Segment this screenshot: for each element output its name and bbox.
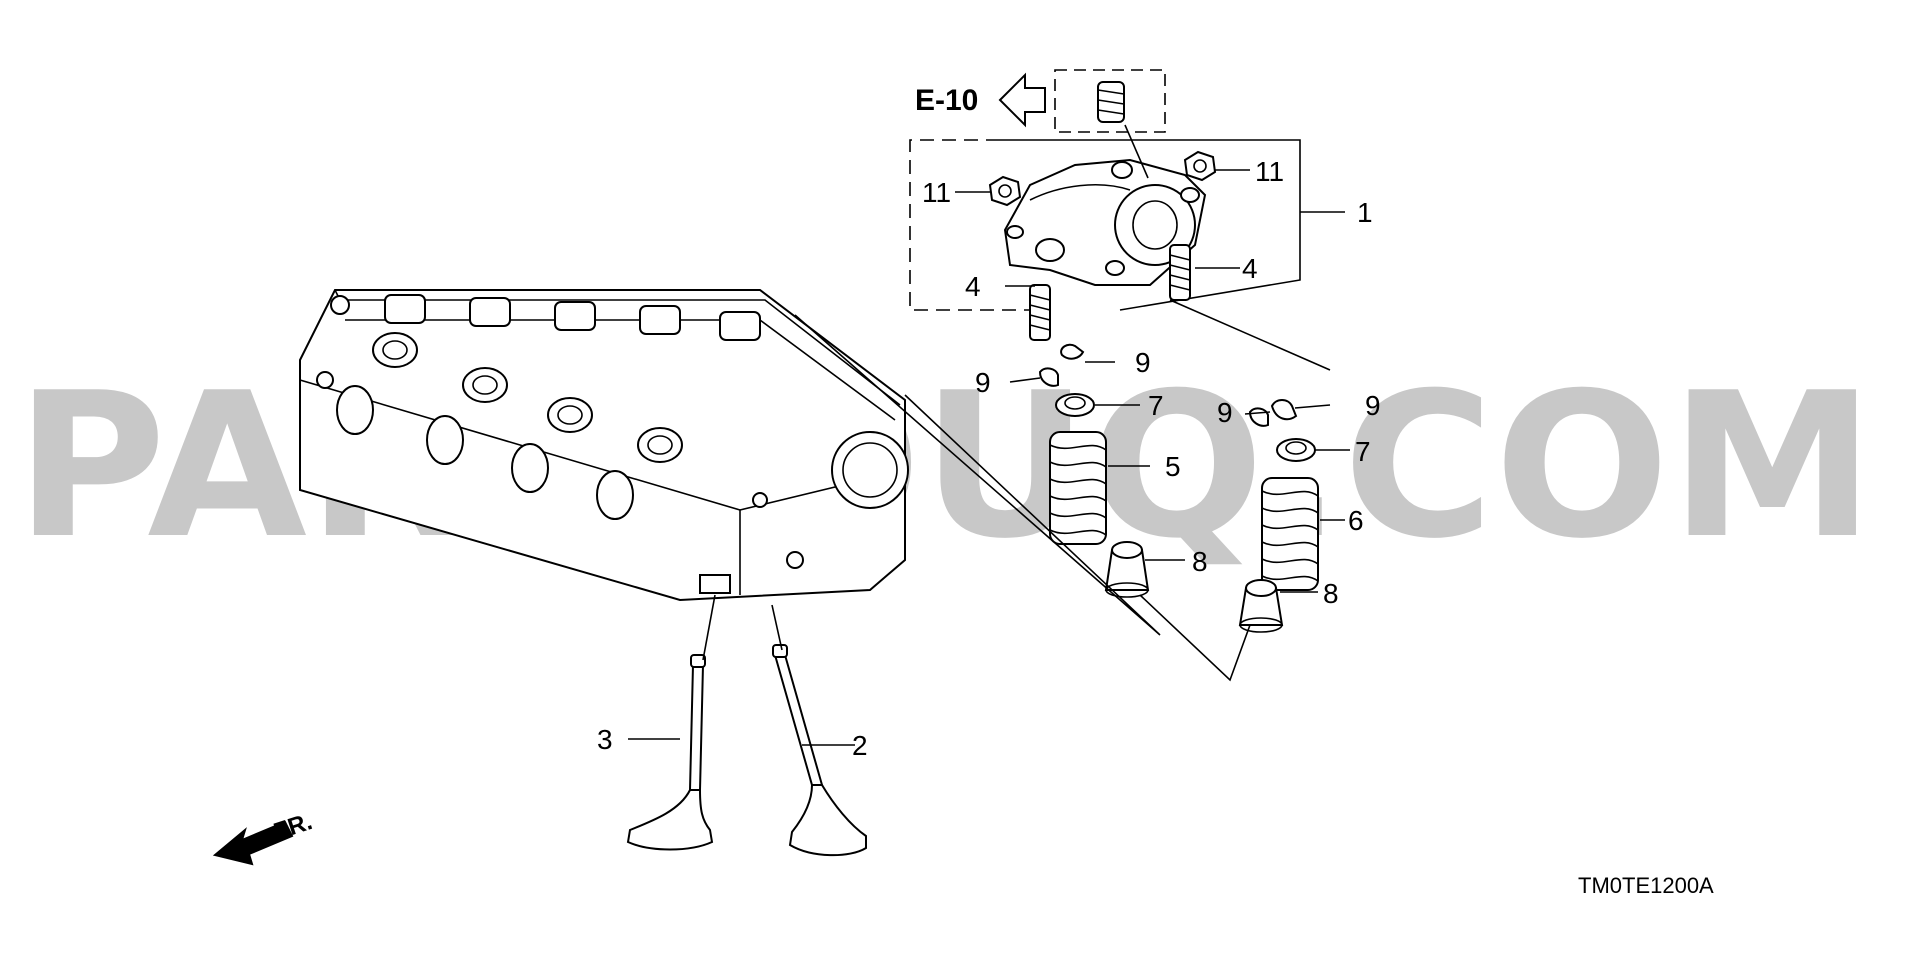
callout-11-right: 11 (1255, 156, 1284, 187)
valve-stem-seal-left (1104, 541, 1150, 598)
callout-1: 1 (1357, 197, 1373, 228)
lost-motion-spring-left (1029, 284, 1051, 341)
callout-9-left: 9 (975, 367, 991, 398)
watermark-text: PARTSOUQ.COM (15, 350, 1875, 583)
callout-5: 5 (1165, 451, 1181, 482)
callout-7-left: 7 (1148, 390, 1164, 421)
valve-stem-seal-right (1238, 579, 1284, 633)
location-lines (794, 299, 1331, 682)
callout-4-left: 4 (965, 271, 981, 302)
callout-7-right: 7 (1355, 436, 1371, 467)
leader-lines (628, 169, 1350, 746)
callout-3: 3 (597, 724, 613, 755)
cotter-left-upper (1060, 343, 1085, 360)
rocker-nut-right (1183, 150, 1217, 182)
valve-location-lines (702, 594, 783, 661)
callout-9-right: 9 (1365, 390, 1381, 421)
lost-motion-spring-right (1169, 244, 1191, 301)
spring-retainer-left (1055, 393, 1095, 417)
intake-valve (772, 644, 867, 857)
callout-8-left: 8 (1192, 546, 1208, 577)
callout-11-left: 11 (922, 177, 951, 208)
callout-8-right: 8 (1323, 578, 1339, 609)
cylinder-head (299, 289, 909, 602)
front-label: FR. (271, 808, 316, 846)
reference-spring-box (1054, 69, 1166, 179)
valve-spring-exhaust (1261, 477, 1319, 591)
reference-arrow (998, 72, 1046, 128)
valve-spring-intake (1049, 431, 1107, 545)
callout-4-right: 4 (1242, 253, 1258, 284)
callout-6: 6 (1348, 505, 1364, 536)
exhaust-valve (626, 654, 714, 851)
spring-retainer-right (1276, 438, 1316, 462)
cotter-right-right (1270, 399, 1298, 421)
rocker-arm-assembly-box (909, 139, 1301, 311)
reference-label: E-10 (915, 84, 978, 117)
callout-2: 2 (852, 730, 868, 761)
drawing-code: TM0TE1200A (1578, 873, 1714, 898)
front-direction-indicator: FR. (212, 808, 316, 866)
cotter-left-lower (1038, 367, 1059, 387)
callout-9-upper: 9 (1135, 347, 1151, 378)
rocker-nut-left (988, 175, 1022, 207)
callout-9-mid: 9 (1217, 397, 1233, 428)
